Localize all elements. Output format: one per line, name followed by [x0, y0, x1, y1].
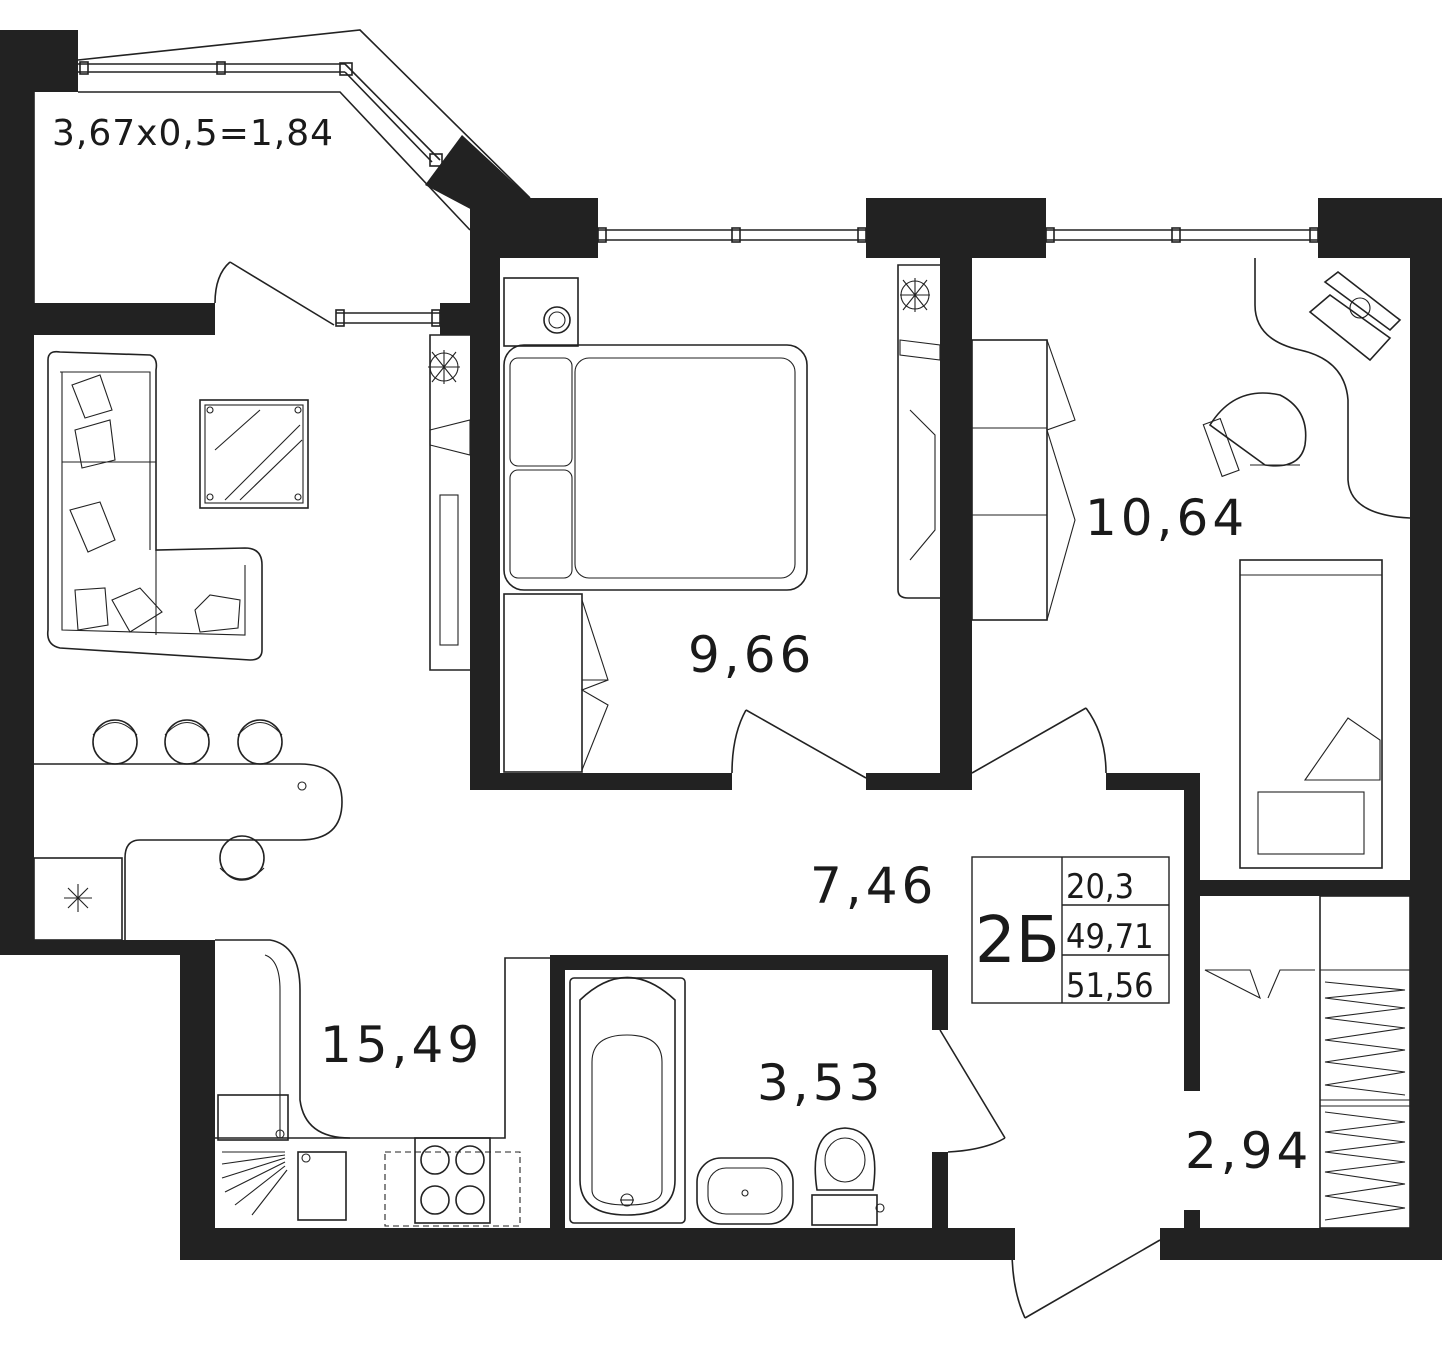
living-shelf — [428, 334, 471, 671]
balcony — [33, 29, 531, 303]
apartment-type: 2Б — [975, 904, 1060, 978]
hall-area: 7,46 — [810, 857, 937, 915]
walls — [0, 30, 1442, 1260]
bathroom-fixtures — [569, 976, 885, 1226]
bedroom2-furniture — [971, 258, 1411, 869]
windows — [335, 227, 1319, 327]
bedroom1-furniture — [503, 264, 941, 773]
wardrobe-area: 2,94 — [1185, 1122, 1312, 1180]
doors — [214, 261, 1315, 1319]
wardrobe-shelves — [1319, 895, 1411, 1229]
bar-counter — [33, 719, 343, 941]
living-area-value: 20,3 — [1066, 867, 1134, 907]
living-kitchen-area: 15,49 — [320, 1016, 483, 1074]
bedroom2-area: 10,64 — [1085, 489, 1248, 547]
balcony-area-label: 3,67x0,5=1,84 — [52, 113, 334, 154]
bathroom-area: 3,53 — [757, 1054, 884, 1112]
apartment-info-box: 2Б 20,3 49,71 51,56 — [971, 856, 1170, 1006]
kitchen-unit — [215, 939, 550, 1227]
coffee-table — [199, 399, 309, 509]
total-area-value: 49,71 — [1066, 917, 1154, 957]
total-area-with-balcony-value: 51,56 — [1066, 966, 1154, 1006]
sofa — [46, 350, 263, 661]
bedroom1-area: 9,66 — [688, 626, 815, 684]
